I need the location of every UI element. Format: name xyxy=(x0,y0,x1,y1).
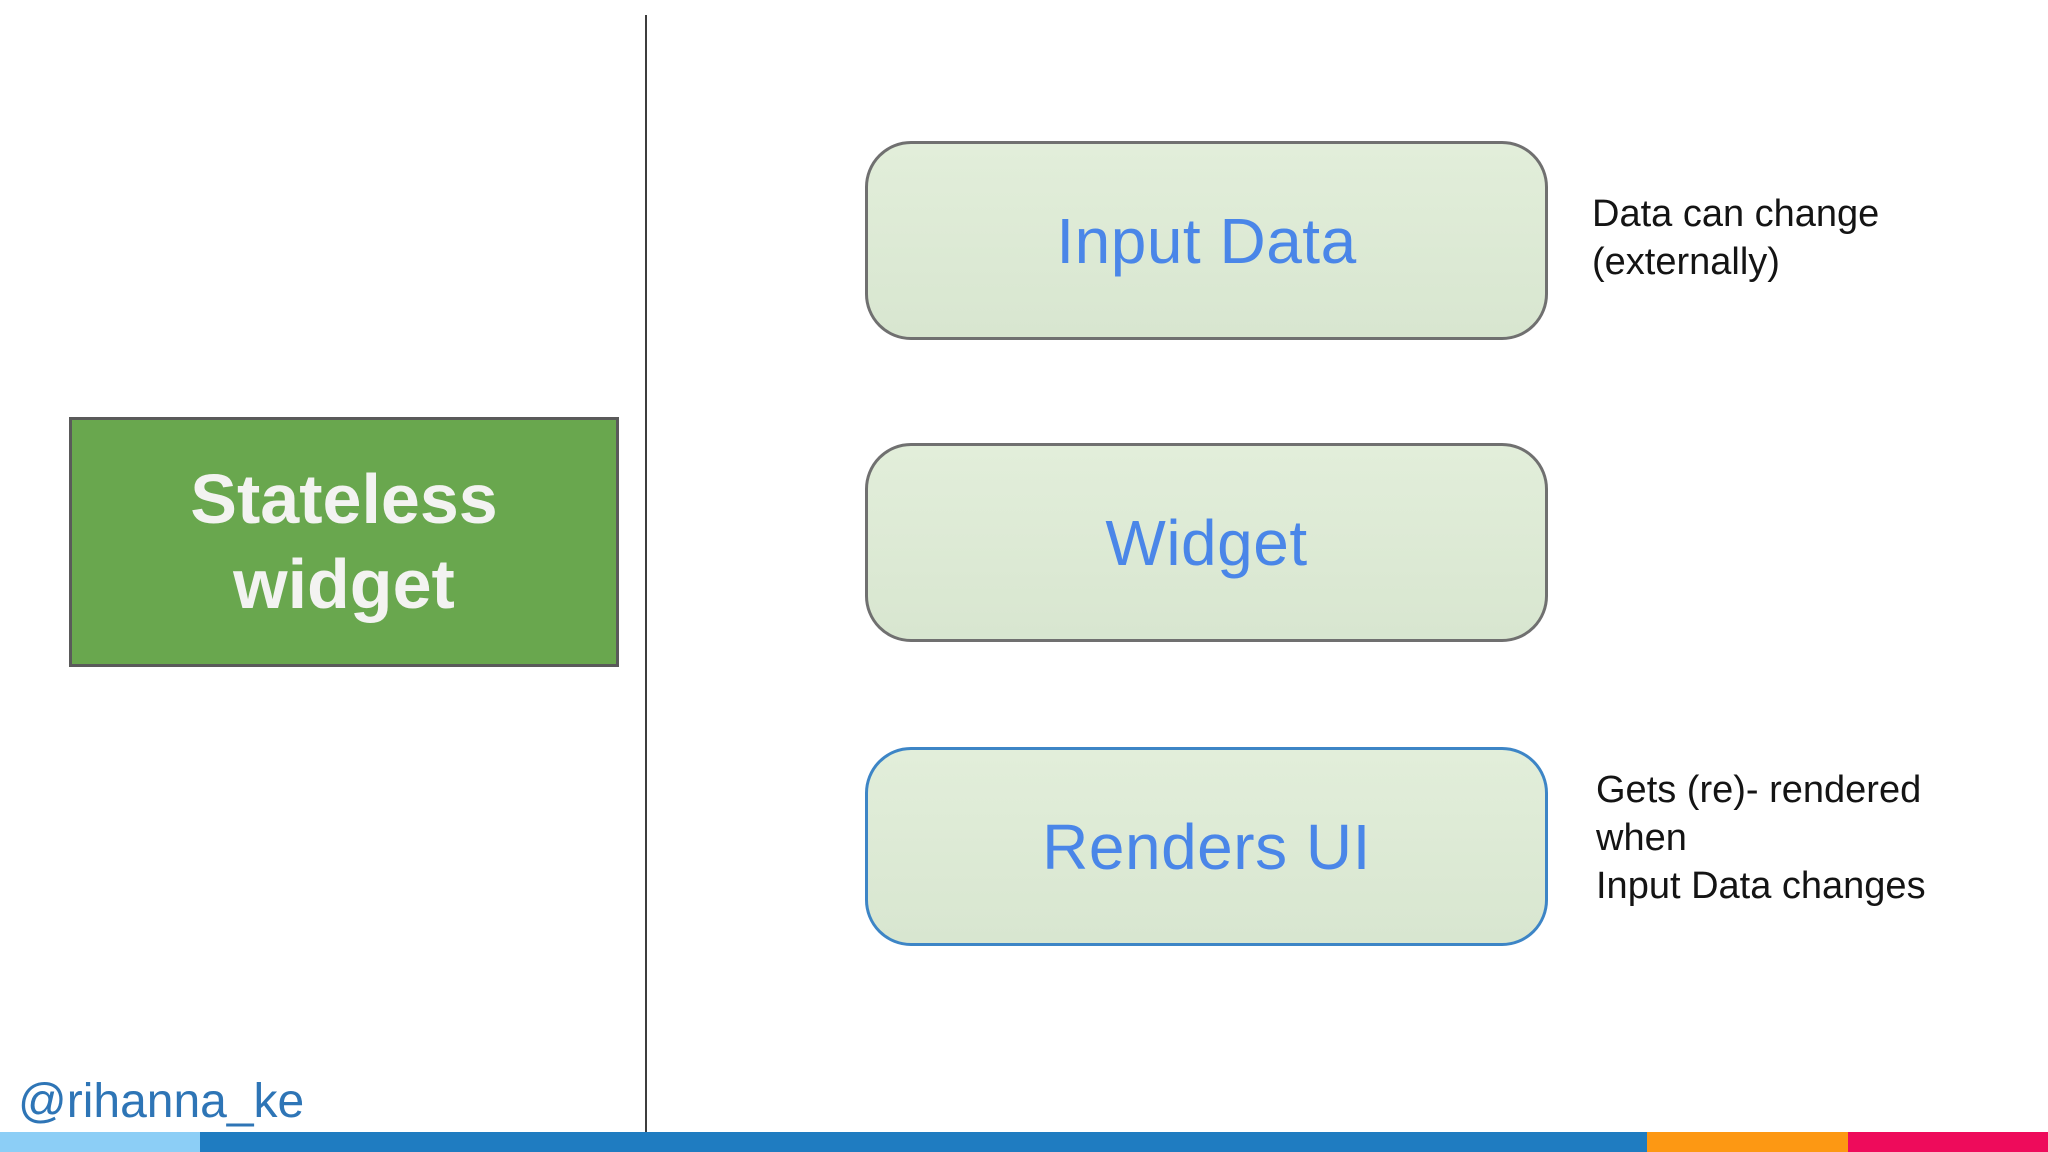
input-data-label: Input Data xyxy=(1056,204,1357,277)
input-data-box: Input Data xyxy=(865,141,1548,340)
renders-ui-box: Renders UI xyxy=(865,747,1548,946)
bar-segment-light-blue xyxy=(0,1132,200,1152)
footer-color-bar xyxy=(0,1132,2048,1152)
widget-label: Widget xyxy=(1105,506,1308,579)
annotation-data-can-change: Data can change (externally) xyxy=(1592,193,1880,283)
renders-ui-label: Renders UI xyxy=(1042,810,1371,883)
author-handle: @rihanna_ke xyxy=(18,1075,305,1128)
bar-segment-orange xyxy=(1647,1132,1848,1152)
stateless-widget-label: Stateless widget xyxy=(190,459,498,623)
annotation-rerendered: Gets (re)- rendered when Input Data chan… xyxy=(1596,769,1926,907)
bar-segment-blue xyxy=(200,1132,1647,1152)
widget-box: Widget xyxy=(865,443,1548,642)
stateless-widget-box: Stateless widget xyxy=(69,417,619,667)
bar-segment-pink xyxy=(1848,1132,2048,1152)
vertical-divider xyxy=(645,15,647,1132)
